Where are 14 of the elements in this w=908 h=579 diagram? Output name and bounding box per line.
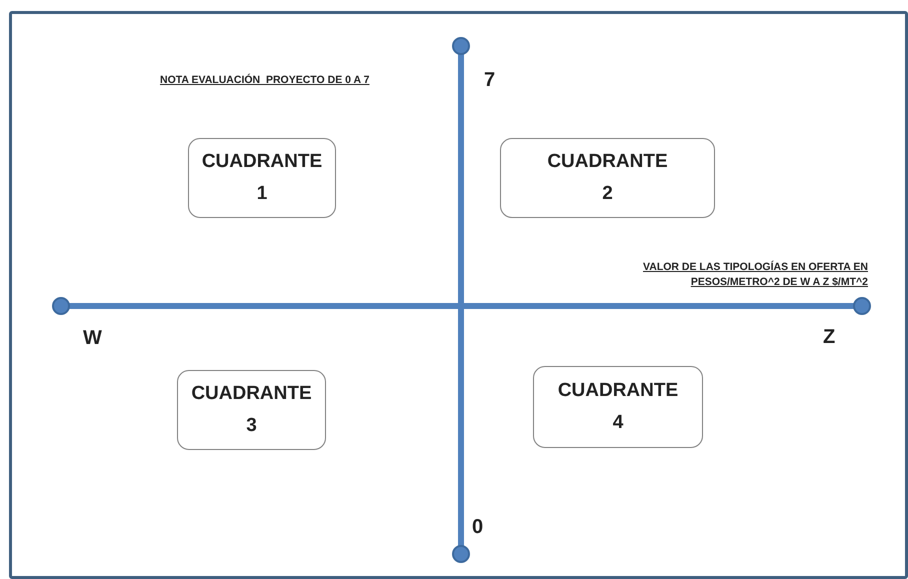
axis-title: NOTA EVALUACIÓN PROYECTO DE 0 A 7 <box>160 73 370 88</box>
quadrant-box <box>533 366 703 448</box>
axis-label: Z <box>823 326 836 349</box>
quadrant-label: CUADRANTE 3 <box>190 382 313 438</box>
quadrant-label: CUADRANTE 1 <box>200 150 324 206</box>
quadrant-box <box>188 138 336 218</box>
axis-label: 0 <box>472 516 484 539</box>
axis-label: W <box>83 327 102 350</box>
quadrant-label: CUADRANTE 4 <box>556 379 680 435</box>
quadrant-box <box>500 138 715 218</box>
quadrant-label: CUADRANTE 2 <box>546 150 669 206</box>
quadrant-box <box>177 370 326 450</box>
axis-label: 7 <box>484 69 496 92</box>
axis-title: VALOR DE LAS TIPOLOGÍAS EN OFERTA EN PESOS/METRO^2 DE W A Z $/MT^2 <box>642 260 868 290</box>
